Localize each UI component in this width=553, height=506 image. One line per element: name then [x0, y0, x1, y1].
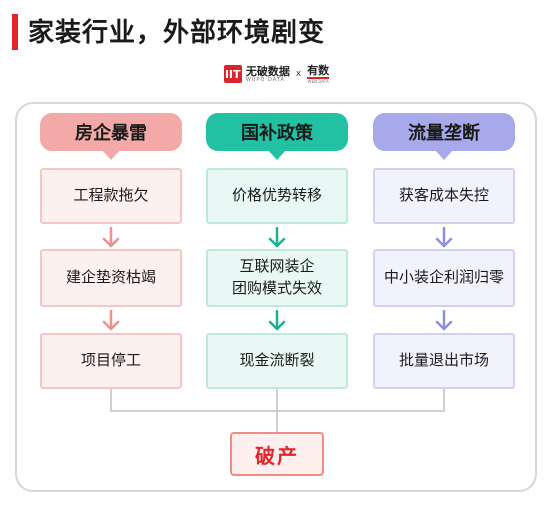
- step-box: 互联网装企 团购模式失效: [206, 249, 348, 307]
- down-arrow-icon: [268, 227, 286, 248]
- title-accent-bar: [12, 14, 18, 50]
- result-box-bankruptcy: 破产: [230, 432, 324, 476]
- step-box: 工程款拖欠: [40, 168, 182, 224]
- logo-separator: x: [295, 69, 302, 79]
- partner-logo: 有数 WEN DATA: [307, 63, 330, 84]
- step-box: 价格优势转移: [206, 168, 348, 224]
- step-box: 项目停工: [40, 333, 182, 389]
- step-box: 建企垫资枯竭: [40, 249, 182, 307]
- wupo-logo-text: 无破数据 WUPO DATA: [246, 66, 290, 83]
- down-arrow-icon: [435, 227, 453, 248]
- down-arrow-icon: [102, 227, 120, 248]
- page-title: 家装行业，外部环境剧变: [28, 18, 326, 48]
- wupo-logo-icon: lIT: [223, 65, 242, 83]
- logo-row: lIT 无破数据 WUPO DATA x 有数 WEN DATA: [0, 62, 553, 86]
- column-header-subsidy-policy: 国补政策: [206, 113, 348, 160]
- step-box: 批量退出市场: [373, 333, 515, 389]
- down-arrow-icon: [268, 310, 286, 331]
- down-arrow-icon: [102, 310, 120, 331]
- connector-line: [110, 410, 445, 412]
- partner-logo-en: WEN DATA: [307, 78, 329, 84]
- connector-line: [443, 389, 445, 412]
- step-box: 中小装企利润归零: [373, 249, 515, 307]
- wupo-logo-en: WUPO DATA: [245, 76, 285, 83]
- wupo-logo-cn: 无破数据: [245, 64, 290, 78]
- step-box: 获客成本失控: [373, 168, 515, 224]
- partner-logo-cn: 有数: [307, 63, 330, 79]
- connector-line: [110, 389, 112, 412]
- column-header-traffic-monopoly: 流量垄断: [373, 113, 515, 160]
- column-header-real-estate: 房企暴雷: [40, 113, 182, 160]
- step-box: 现金流断裂: [206, 333, 348, 389]
- down-arrow-icon: [435, 310, 453, 331]
